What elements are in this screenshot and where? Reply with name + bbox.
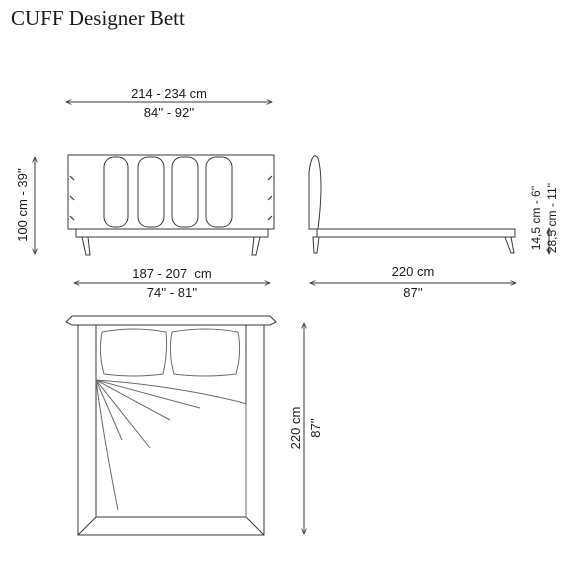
front-view: [67, 154, 275, 256]
headboard: [67, 154, 275, 230]
plan-length-in: 87'': [308, 418, 323, 437]
headboard-width-cm: 214 - 234 cm: [131, 86, 207, 101]
bed-width-in: 74'' - 81'': [147, 285, 197, 300]
side-rail: [316, 228, 516, 238]
frame-corner-lines: [77, 516, 265, 536]
headboard-panels: [103, 156, 233, 228]
side-leg-left: [312, 236, 320, 254]
front-leg-left: [81, 236, 91, 256]
bed-base-front: [75, 228, 269, 238]
bed-width-cm: 187 - 207 cm: [132, 266, 212, 281]
side-leg-right: [504, 236, 515, 254]
headboard-height: 100 cm - 39'': [15, 168, 30, 242]
dimension-lines-side: [310, 228, 549, 283]
side-length-cm: 220 cm: [392, 264, 435, 279]
frame-top-height: 28,5 cm - 11'': [545, 183, 559, 253]
headboard-plan: [65, 315, 277, 326]
dimension-lines-front: [35, 102, 272, 283]
headboard-side: [308, 155, 322, 230]
page-title: CUFF Designer Bett: [11, 6, 185, 30]
pillows: [99, 328, 241, 377]
plan-length-cm: 220 cm: [288, 407, 303, 450]
headboard-width-in: 84'' - 92'': [144, 105, 194, 120]
frame-height: 14,5 cm - 6'': [529, 186, 543, 251]
duvet: [95, 379, 247, 517]
side-length-in: 87'': [403, 285, 422, 300]
wall-brackets: [69, 175, 273, 221]
plan-view: [65, 315, 277, 536]
side-view: [308, 155, 516, 254]
front-leg-right: [251, 236, 261, 256]
